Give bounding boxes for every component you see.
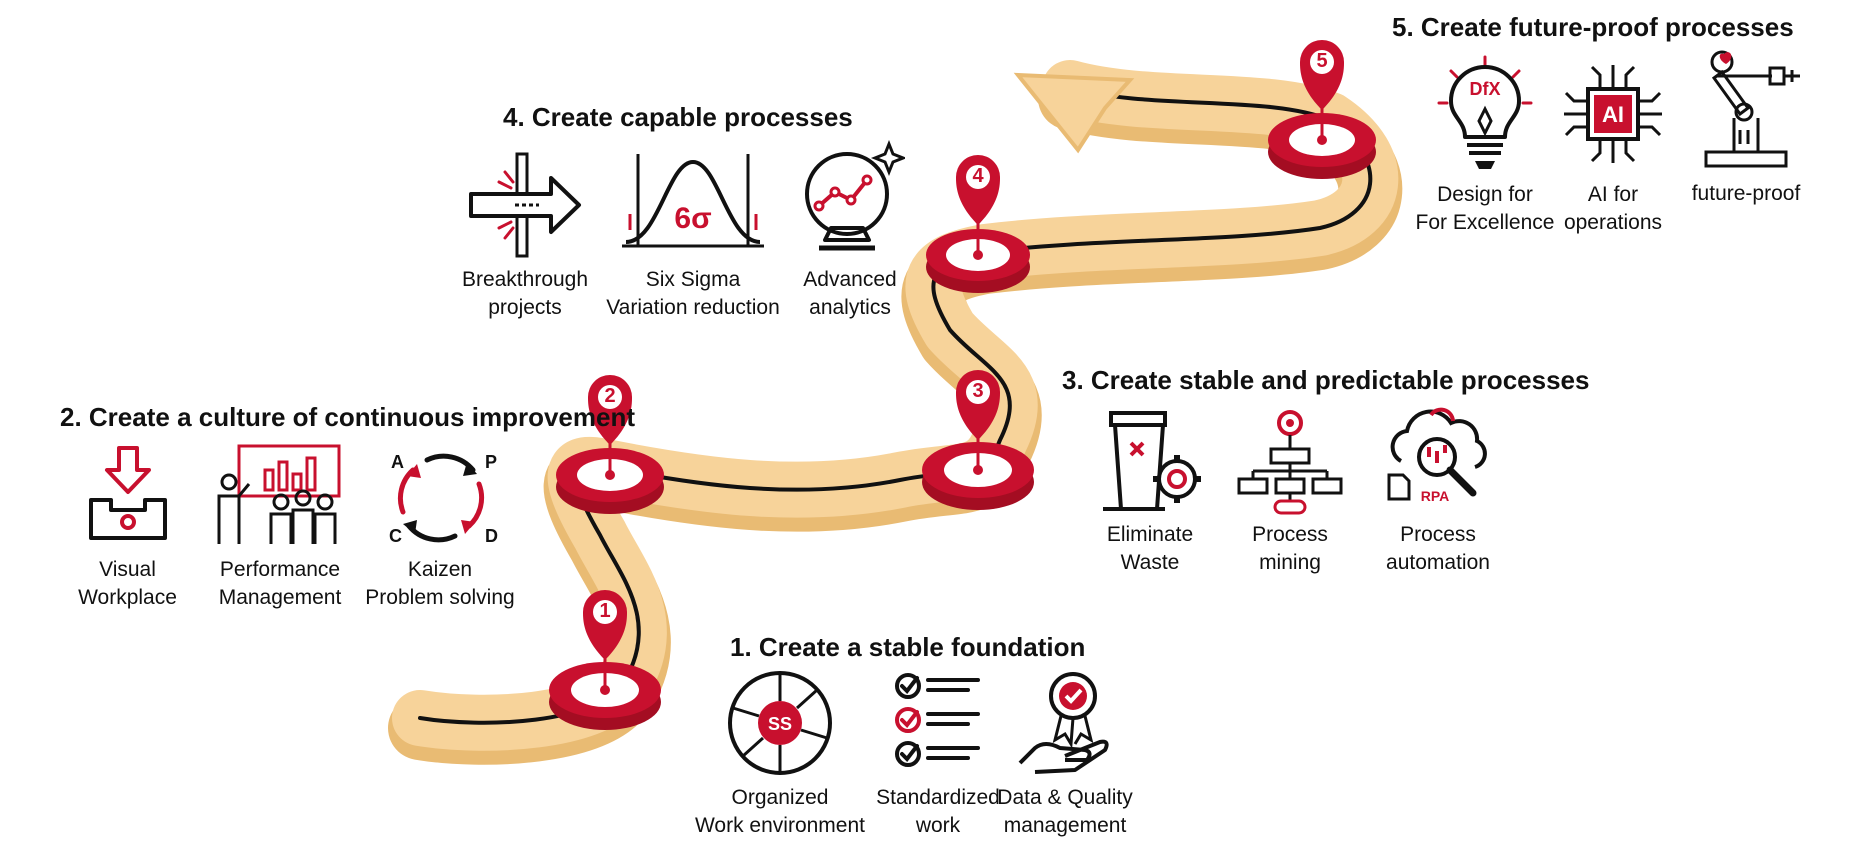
ai-chip-icon: AI xyxy=(1564,65,1662,163)
item-label-line1: Data & Quality xyxy=(997,786,1133,809)
six-sigma-badge: 6σ xyxy=(674,202,711,235)
stage-5-title: 5. Create future-proof processes xyxy=(1392,12,1794,42)
item-label-line2: Workplace xyxy=(78,586,177,609)
milestone-number-2: 2 xyxy=(604,385,616,407)
stage-1-title: 1. Create a stable foundation xyxy=(730,632,1086,662)
checklist-icon xyxy=(895,673,980,767)
crystal-ball-icon xyxy=(805,140,905,251)
item-label-line2: management xyxy=(1003,814,1127,837)
milestone-marker-1 xyxy=(549,590,661,730)
item-label-line1: Performance xyxy=(219,558,341,581)
dfx-lightbulb-icon: DfX xyxy=(1437,55,1533,169)
milestone-marker-5 xyxy=(1268,40,1376,179)
team-presentation-icon xyxy=(217,444,341,544)
stage-4-item-breakthrough: Breakthrough projects xyxy=(455,150,595,322)
waste-bin-gear-icon xyxy=(1103,411,1201,511)
cloud-rpa-icon: RPA xyxy=(1387,407,1487,504)
quality-award-hand-icon xyxy=(1018,672,1109,774)
rpa-badge: RPA xyxy=(1421,488,1450,504)
robot-arm-icon xyxy=(1704,50,1800,168)
dfx-badge: DfX xyxy=(1470,79,1501,99)
item-label-line1: Process xyxy=(1252,523,1328,546)
milestone-number-3: 3 xyxy=(972,380,984,402)
item-label-line1: Breakthrough xyxy=(461,268,589,291)
stage-4-title: 4. Create capable processes xyxy=(503,102,853,132)
item-label-line1: Advanced xyxy=(803,268,897,291)
item-label-line1: Eliminate xyxy=(1106,523,1194,546)
item-label-line1: future-proof xyxy=(1691,182,1801,205)
milestone-number-1: 1 xyxy=(599,600,611,622)
road-center-line xyxy=(418,86,1373,725)
item-label-line2: operations xyxy=(1563,211,1663,234)
item-label-line2: projects xyxy=(488,296,562,319)
item-label-line2: Work environment xyxy=(694,814,865,837)
cycle-letter-p: P xyxy=(485,452,497,472)
stage-3-title: 3. Create stable and predictable process… xyxy=(1062,365,1590,395)
item-label-line1: Process xyxy=(1400,523,1476,546)
flowchart-gear-icon xyxy=(1237,410,1343,515)
stage-3-item-process-mining: Process mining xyxy=(1230,405,1350,577)
item-label-line1: Organized xyxy=(731,786,829,809)
item-label-line1: AI for xyxy=(1587,183,1639,206)
stage-5-item-ai: AI AI for operations xyxy=(1548,55,1678,237)
stage-4-item-analytics: Advanced analytics xyxy=(790,140,910,322)
item-label-line2: Management xyxy=(218,586,342,609)
cycle-letter-d: D xyxy=(485,526,498,546)
item-label-line2: Variation reduction xyxy=(606,296,780,319)
cycle-letter-a: A xyxy=(391,452,404,472)
cycle-letter-c: C xyxy=(389,526,402,546)
stage-3-item-process-automation: RPA Process automation xyxy=(1368,405,1508,577)
breakthrough-arrow-icon xyxy=(469,152,581,258)
stage-1-item-data-quality: Data & Quality management xyxy=(990,668,1140,840)
item-label-line2: Waste xyxy=(1120,551,1180,574)
pdca-cycle-icon: A P C D xyxy=(389,452,498,546)
item-label-line2: automation xyxy=(1386,551,1490,574)
item-label-line2: work xyxy=(915,814,961,837)
milestone-marker-4 xyxy=(926,155,1030,293)
stage-2-title: 2. Create a culture of continuous improv… xyxy=(60,402,635,432)
item-label-line2: analytics xyxy=(809,296,891,319)
item-label-line2: For Excellence xyxy=(1415,211,1555,234)
item-label-line2: Problem solving xyxy=(365,586,515,609)
stage-5-item-future-proof: future-proof xyxy=(1676,48,1816,208)
bell-curve-icon: 6σ xyxy=(622,154,764,248)
item-label-line2: mining xyxy=(1259,551,1321,574)
item-label-line1: Standardized xyxy=(876,786,1000,809)
item-label-line1: Design for xyxy=(1437,183,1533,206)
ai-badge: AI xyxy=(1602,102,1624,127)
item-label-line1: Visual xyxy=(99,558,156,581)
milestone-marker-3 xyxy=(922,370,1034,510)
visual-workplace-icon xyxy=(88,446,167,540)
item-label-line1: Kaizen xyxy=(407,558,473,581)
milestone-number-4: 4 xyxy=(972,165,984,187)
item-label-line1: Six Sigma xyxy=(645,268,741,291)
ss-wheel-icon: SS xyxy=(728,671,832,775)
road-arrow-head xyxy=(1013,72,1135,154)
milestone-marker-2 xyxy=(556,375,664,514)
stage-1-item-standardized: Standardized work xyxy=(868,668,1008,840)
milestone-number-5: 5 xyxy=(1316,50,1328,72)
svg-text:SS: SS xyxy=(768,714,792,734)
